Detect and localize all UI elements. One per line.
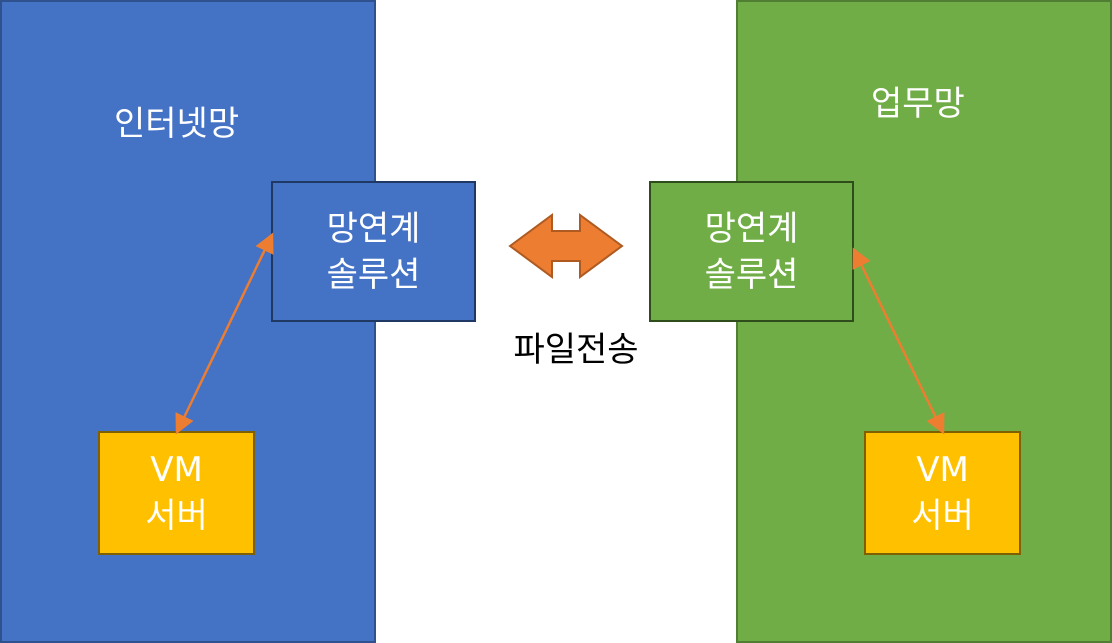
business-vm-line2: 서버 bbox=[911, 496, 974, 536]
internet-network-title: 인터넷망 bbox=[114, 104, 240, 144]
business-link-solution-box: 망연계 솔루션 bbox=[649, 181, 854, 322]
internet-solution-line2: 솔루션 bbox=[326, 254, 421, 295]
internet-solution-line1: 망연계 bbox=[326, 208, 421, 249]
internet-vm-line2: 서버 bbox=[145, 496, 208, 536]
internet-vm-line1: VM bbox=[150, 450, 203, 490]
internet-link-solution-box: 망연계 솔루션 bbox=[271, 181, 476, 322]
business-network-title: 업무망 bbox=[871, 84, 965, 124]
business-solution-line1: 망연계 bbox=[704, 208, 799, 249]
business-vm-line1: VM bbox=[916, 450, 969, 490]
internet-vm-server-box: VM 서버 bbox=[98, 431, 255, 555]
double-arrow-icon bbox=[508, 213, 624, 279]
file-transfer-label: 파일전송 bbox=[513, 330, 639, 370]
business-solution-line2: 솔루션 bbox=[704, 254, 799, 295]
business-vm-server-box: VM 서버 bbox=[864, 431, 1021, 555]
